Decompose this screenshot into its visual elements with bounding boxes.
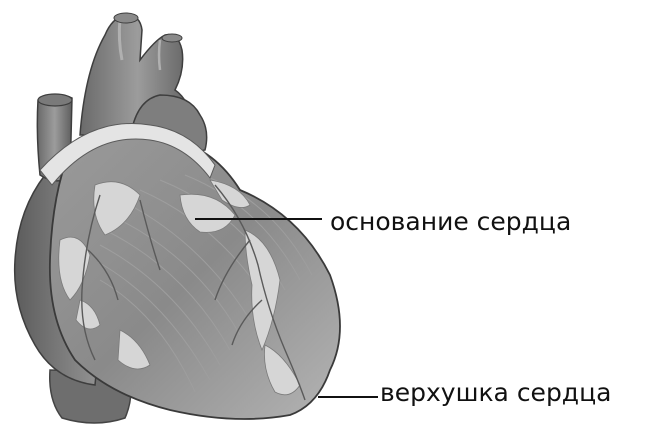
base-label: основание сердца <box>330 209 571 234</box>
apex-label: верхушка сердца <box>380 380 611 405</box>
